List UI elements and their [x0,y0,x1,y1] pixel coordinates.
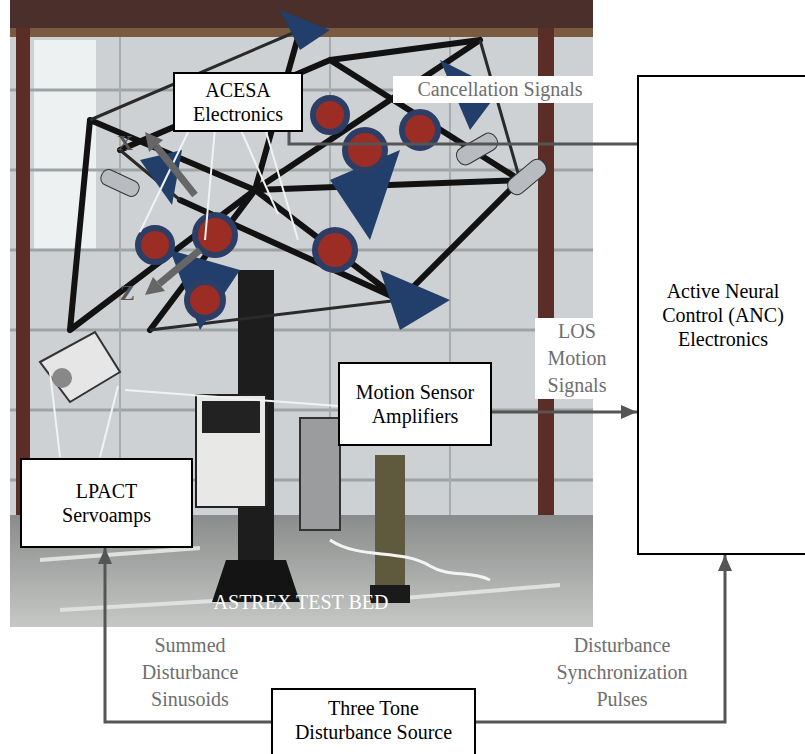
axis-arrowhead [145,132,163,152]
axis-label: X [117,130,133,156]
signal-label: Cancellation Signals [393,76,607,103]
silver-cylinder [453,130,500,168]
controller-box: Active Neural Control (ANC) Electronics [637,75,805,555]
actuator-disk [195,215,235,255]
source-box: Three Tone Disturbance Source [271,688,476,754]
actuator-disk [138,228,172,262]
signal-label: Summed Disturbance Sinusoids [120,632,260,713]
amplifier-box: Motion Sensor Amplifiers [338,362,492,446]
truss-braces [90,30,520,330]
blue-panel [380,270,450,330]
blue-panel [280,10,330,50]
signal-connector [492,411,637,414]
axis-label: Z [120,280,135,306]
node-text: ACESA Electronics [183,78,293,126]
axis-arrowhead [145,277,165,295]
person-legs [375,455,405,587]
silver-cylinder [504,156,549,198]
actuator-disk [313,98,347,132]
instrument-rack [300,418,340,530]
signal-connector [105,548,271,722]
node-text: LPACT Servoamps [47,479,167,527]
actuator-disk [345,130,385,170]
signal-label: LOS Motion Signals [535,318,619,399]
leader-lines [140,128,298,240]
signal-connector [476,555,725,722]
floor-cable [330,540,490,580]
leader-line [125,390,339,406]
equipment-panel [202,401,260,433]
leader-lines [50,372,118,457]
photo-caption: ASTREX TEST BED [150,590,452,614]
axis-arrow [159,250,200,284]
signal-connector [289,132,637,144]
mirror-hub [52,368,72,388]
node-text: Motion Sensor Amplifiers [348,380,482,428]
signal-label: Disturbance Synchronization Pulses [527,632,717,713]
node-text: Three Tone Disturbance Source [281,696,466,744]
electronics-box: ACESA Electronics [173,72,303,132]
actuator-disk [315,230,355,270]
truss-struts [70,30,520,330]
hangar-column [16,28,30,518]
node-text: Active Neural Control (ANC) Electronics [648,279,798,351]
silver-cylinder [98,167,141,198]
equipment-cart [196,395,266,507]
servoamp-box: LPACT Servoamps [20,458,193,548]
actuator-disk [187,282,223,318]
axis-arrow [156,146,195,195]
